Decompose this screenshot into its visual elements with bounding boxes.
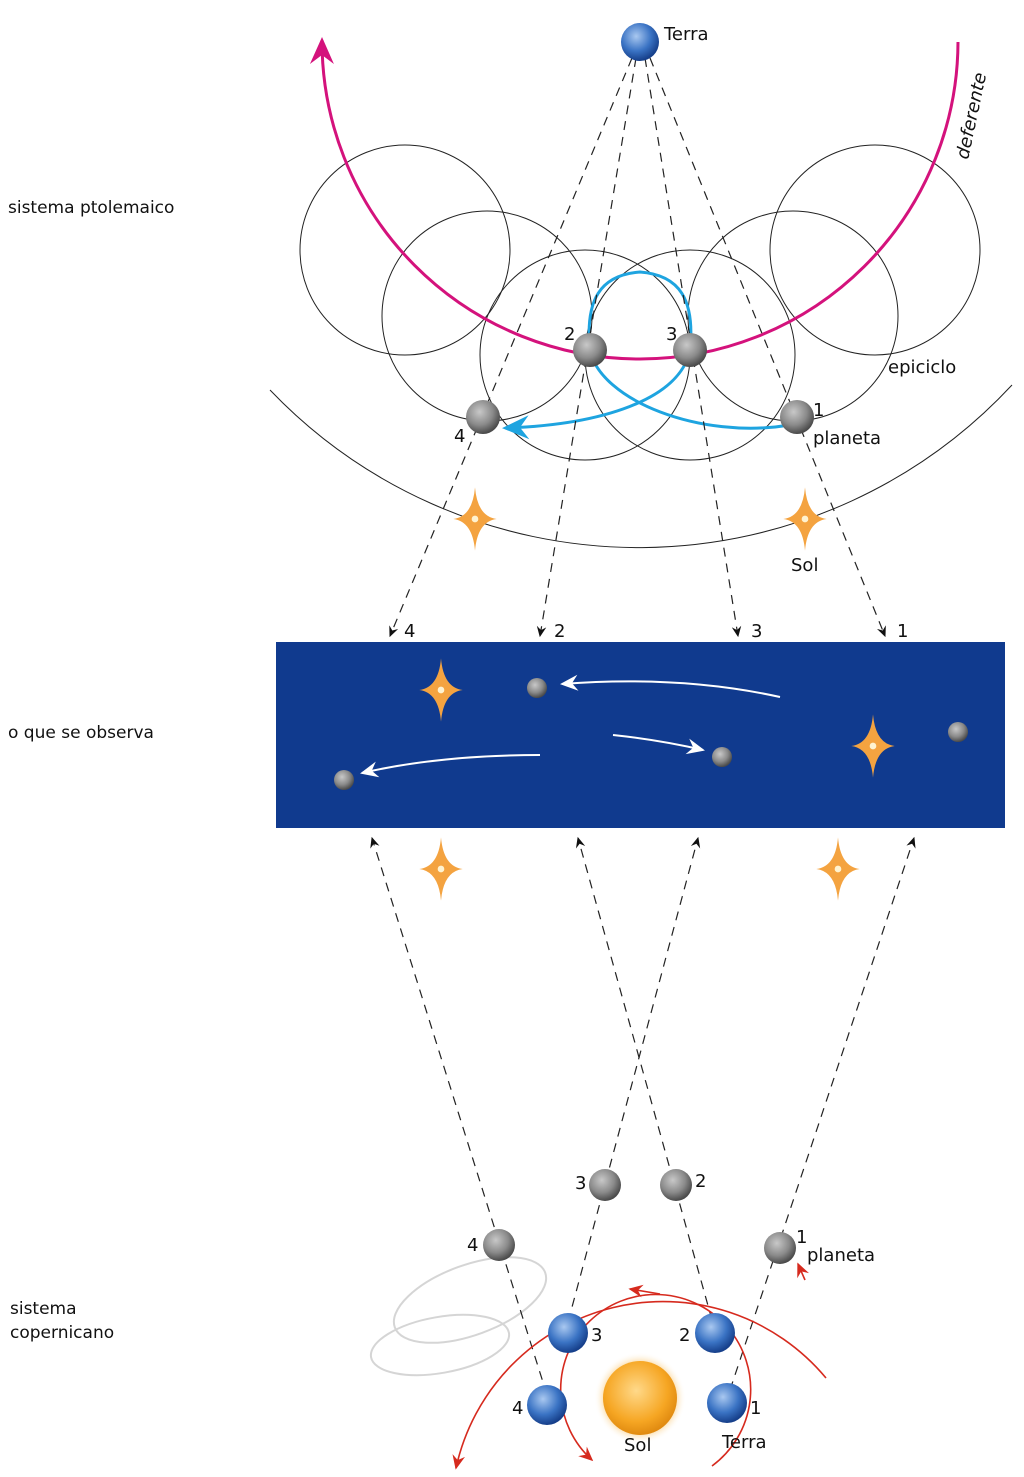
earth-position-2: 2 bbox=[679, 1325, 690, 1346]
sightline-1 bbox=[729, 836, 916, 1391]
star-icon bbox=[816, 837, 860, 901]
observed-position-3: 3 bbox=[751, 621, 762, 642]
earth-icon bbox=[548, 1313, 588, 1353]
ptolemaic-system: deferente Terra 1 2 3 4 planeta epiciclo… bbox=[269, 23, 1013, 642]
planet-position-4: 4 bbox=[467, 1235, 478, 1256]
motion-arrow bbox=[560, 674, 781, 698]
earth-label: Terra bbox=[721, 1432, 767, 1453]
sun-label: Sol bbox=[791, 555, 818, 576]
earth-position-3: 3 bbox=[591, 1325, 602, 1346]
planet-icon bbox=[673, 333, 707, 367]
sightline-4 bbox=[389, 57, 633, 638]
observed-position-2: 2 bbox=[554, 621, 565, 642]
sightline-1 bbox=[649, 57, 886, 638]
planet-label: planeta bbox=[813, 428, 881, 449]
planet-icon bbox=[780, 400, 814, 434]
planet-icon bbox=[764, 1232, 796, 1264]
copernican-system: Sol 1 2 3 4 planeta 1 2 3 4 Terra bbox=[369, 836, 916, 1470]
deferent-label: deferente bbox=[952, 71, 991, 161]
section-label-copernican-2: copernicano bbox=[10, 1323, 114, 1343]
observed-sky-panel bbox=[276, 642, 1005, 828]
motion-arrow bbox=[612, 734, 705, 755]
planet-label: planeta bbox=[807, 1245, 875, 1266]
observed-position-1: 1 bbox=[897, 621, 908, 642]
motion-arrow bbox=[360, 754, 541, 778]
earth-orbit-arrow bbox=[628, 1284, 661, 1298]
star-icon bbox=[453, 487, 497, 551]
position-label-2: 2 bbox=[564, 324, 575, 345]
earth-icon bbox=[527, 1385, 567, 1425]
planet-icon bbox=[573, 333, 607, 367]
sky-background bbox=[276, 642, 1005, 828]
watermark-scribble bbox=[369, 1256, 548, 1377]
planet-icon bbox=[483, 1229, 515, 1261]
sphere-of-stars-arc bbox=[269, 384, 1013, 549]
planet-icon bbox=[589, 1169, 621, 1201]
observed-position-4: 4 bbox=[404, 621, 415, 642]
position-label-3: 3 bbox=[666, 324, 677, 345]
sightline-3 bbox=[567, 836, 701, 1323]
star-icon bbox=[783, 487, 827, 551]
planet-icon bbox=[948, 722, 968, 742]
sightline-4 bbox=[370, 836, 548, 1396]
star-icon bbox=[419, 837, 463, 901]
epicycle-circle bbox=[769, 144, 981, 356]
position-label-4: 4 bbox=[454, 426, 465, 447]
earth-icon bbox=[695, 1313, 735, 1353]
planet-icon bbox=[334, 770, 354, 790]
planet-orbit-arrow bbox=[797, 1262, 809, 1281]
position-label-1: 1 bbox=[813, 400, 824, 421]
section-label-observed: o que se observa bbox=[8, 723, 154, 743]
earth-position-1: 1 bbox=[750, 1398, 761, 1419]
planet-position-3: 3 bbox=[575, 1173, 586, 1194]
section-label-ptolemaic: sistema ptolemaico bbox=[8, 198, 174, 218]
earth-position-4: 4 bbox=[512, 1398, 523, 1419]
sightline-2 bbox=[575, 836, 713, 1321]
planet-position-2: 2 bbox=[695, 1171, 706, 1192]
epicycle-label: epiciclo bbox=[888, 357, 956, 378]
planet-icon bbox=[660, 1169, 692, 1201]
earth-icon bbox=[621, 23, 659, 61]
section-label-copernican-1: sistema bbox=[10, 1299, 77, 1319]
earth-icon bbox=[707, 1383, 747, 1423]
sun-label: Sol bbox=[624, 1435, 651, 1456]
planet-orbit bbox=[452, 1300, 827, 1470]
sun-icon bbox=[603, 1361, 677, 1435]
earth-label: Terra bbox=[663, 24, 709, 45]
deferent-arc bbox=[309, 37, 960, 361]
planet-icon bbox=[712, 747, 732, 767]
planet-icon bbox=[466, 400, 500, 434]
planet-position-1: 1 bbox=[796, 1227, 807, 1248]
epicycle-circle bbox=[299, 144, 511, 356]
retrograde-loop bbox=[502, 270, 791, 440]
planet-icon bbox=[527, 678, 547, 698]
